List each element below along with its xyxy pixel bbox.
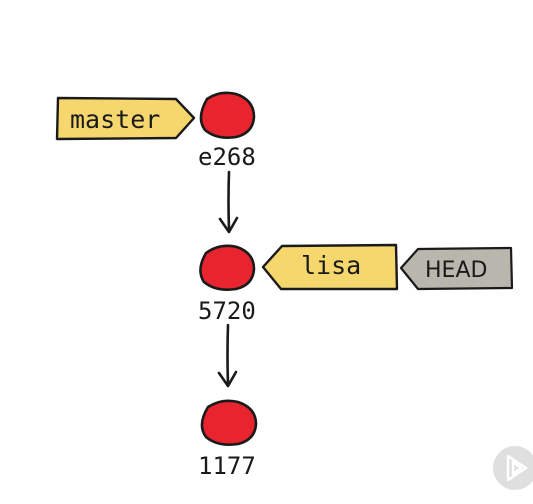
lisa-tag-shape [261, 243, 399, 291]
arrow-5720-to-1177 [217, 323, 238, 388]
head-tag-shape [399, 246, 514, 291]
commit-hash: 5720 [198, 297, 256, 325]
head-pointer-tag[interactable]: HEAD [399, 246, 514, 291]
commit-hash: 1177 [198, 452, 256, 480]
master-tag-shape [55, 96, 196, 141]
player-badge[interactable] [493, 446, 533, 490]
commit-node [199, 244, 256, 291]
arrow-e268-to-5720 [218, 170, 239, 234]
play-icon [506, 454, 528, 482]
commit-node [199, 91, 256, 139]
commit-node [200, 399, 258, 446]
commit-e268[interactable]: e268 [198, 91, 256, 171]
head-tag-label: HEAD [425, 258, 487, 283]
lisa-tag-label: lisa [301, 251, 361, 280]
master-tag-label: master [70, 105, 160, 134]
lisa-branch-tag[interactable]: lisa [261, 243, 399, 291]
commit-5720[interactable]: 5720 [198, 244, 256, 325]
commit-1177[interactable]: 1177 [198, 399, 258, 480]
master-branch-tag[interactable]: master [55, 96, 196, 141]
commit-hash: e268 [198, 143, 256, 171]
